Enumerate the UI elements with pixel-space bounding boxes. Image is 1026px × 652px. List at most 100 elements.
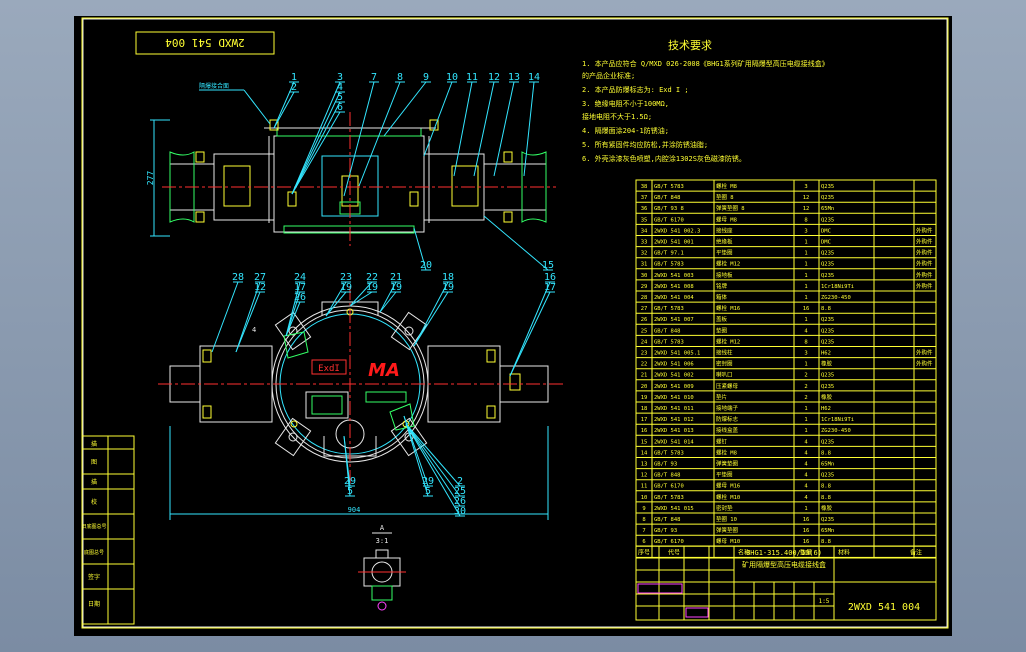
bom-cell: 2	[804, 384, 807, 390]
bom-cell: 28	[641, 295, 648, 301]
bom-cell: 1	[804, 273, 807, 279]
bom-cell: GB/T 848	[654, 328, 681, 334]
bom-header: 数量	[800, 548, 812, 556]
callout-1: 1	[291, 72, 297, 83]
bom-cell: 2WXD 541 002.3	[654, 228, 700, 234]
bom-cell: 22	[641, 362, 648, 368]
bom-cell: 密封垫	[716, 504, 733, 512]
sign-cell-6: 签字	[88, 573, 100, 581]
callout-24: 24	[294, 272, 306, 283]
sign-cell-2: 描	[91, 478, 97, 486]
bom-cell: 9	[642, 506, 645, 512]
callout-19: 19	[442, 282, 454, 293]
bom-cell: 18	[641, 406, 648, 412]
drawing-number: 2WXD 541 004	[848, 602, 920, 613]
bom-cell: 外购件	[916, 282, 933, 290]
bom-cell: 2WXD 541 003	[654, 273, 694, 279]
sign-column: 描 图 描 校 旧底图总号 底图总号 签字 日期	[81, 435, 135, 625]
bom-cell: 4	[804, 328, 808, 334]
bom-cell: 21	[641, 373, 648, 379]
bom-cell: 橡胶	[821, 393, 833, 401]
bom-cell: 12	[803, 195, 810, 201]
bom-cell: 16	[803, 528, 810, 534]
bom-cell: DMC	[821, 240, 831, 246]
callout-note: 隔爆接合面	[199, 82, 229, 90]
title-block: BHG1-315.400/10(6) 矿用隔爆型高压电缆接线盒 1:5 2WXD…	[635, 545, 937, 621]
callout-21: 21	[390, 272, 402, 283]
bom-cell: 19	[641, 395, 648, 401]
view-a-label: A	[380, 524, 385, 532]
bom-cell: 1	[804, 428, 807, 434]
bom-cell: 接地板	[716, 271, 733, 279]
bom-cell: 1	[804, 417, 807, 423]
bom-cell: 2WXD 541 015	[654, 506, 694, 512]
bom-cell: 30	[641, 273, 648, 279]
bom-cell: 箱体	[716, 293, 728, 301]
bom-cell: 4	[804, 462, 808, 468]
bom-cell: 12	[641, 473, 648, 479]
bom-cell: 14	[641, 450, 648, 456]
bom-cell: Q235	[821, 373, 834, 379]
tech-line-1: 的产品企业标准;	[582, 71, 635, 80]
bom-cell: ZG230-450	[821, 428, 851, 434]
bom-cell: Q235	[821, 384, 834, 390]
callout-20: 20	[420, 260, 432, 271]
product-name: BHG1-315.400/10(6)	[746, 549, 822, 557]
bom-cell: 8.8	[821, 484, 831, 490]
bom-cell: 65Mn	[821, 462, 834, 468]
tech-line-3: 3. 绝缘电阻不小于100MΩ,	[582, 99, 669, 108]
bom-cell: 2	[804, 395, 807, 401]
callout-14: 14	[528, 72, 540, 83]
bom-cell: 螺栓 M12	[716, 260, 740, 268]
bom-cell: Q235	[821, 439, 834, 445]
bom-cell: 6	[642, 539, 645, 545]
bom-cell: 压紧螺母	[716, 382, 739, 390]
callout-9: 9	[423, 72, 429, 83]
tech-heading: 技术要求	[668, 39, 712, 52]
bom-cell: 1Cr18Ni9Ti	[821, 417, 854, 423]
bom-cell: 24	[641, 339, 648, 345]
exd-label: ExdI	[311, 359, 347, 375]
callout-12: 12	[488, 72, 500, 83]
bom-cell: 29	[641, 284, 648, 290]
bom-cell: 2WXD 541 009	[654, 384, 694, 390]
tech-line-5: 4. 隔爆面涂204-1防锈油;	[582, 126, 669, 135]
bom-cell: 2WXD 541 011	[654, 406, 694, 412]
tech-line-7: 6. 外壳涂漆灰色喷塑,内腔涂1302S灰色磁漆防锈。	[582, 154, 746, 163]
bom-cell: 接地端子	[716, 404, 739, 412]
bom-cell: ZG230-450	[821, 295, 851, 301]
callout-25: 25	[454, 486, 466, 497]
bom-cell: 螺栓 M12	[716, 337, 740, 345]
bom-cell: 2WXD 541 014	[654, 439, 694, 445]
bom-cell: GB/T 93	[654, 462, 677, 468]
drawing-sheet: .w{stroke:#e8e8e8;fill:none;stroke-width…	[74, 16, 952, 636]
callout-2: 2	[291, 82, 297, 93]
callout-30: 30	[454, 506, 466, 517]
bom-cell: 17	[641, 417, 648, 423]
bom-cell: GB/T 848	[654, 517, 681, 523]
callout-5: 5	[425, 486, 431, 497]
bom-cell: 螺母 M8	[716, 215, 737, 223]
bom-header: 材料	[838, 548, 850, 556]
bom-cell: H62	[821, 406, 831, 412]
bom-cell: 4	[804, 495, 808, 501]
sign-cell-4: 旧底图总号	[81, 523, 106, 530]
small-label-4: 4	[252, 326, 256, 334]
bom-cell: 2WXD 541 010	[654, 395, 694, 401]
bom-cell: 喇叭口	[716, 371, 733, 379]
bom-cell: 平垫圈	[716, 249, 733, 257]
bom-cell: 65Mn	[821, 528, 834, 534]
bom-cell: Q235	[821, 273, 834, 279]
bom-cell: 3	[804, 228, 807, 234]
bom-cell: 1	[804, 262, 807, 268]
bom-cell: 10	[641, 495, 648, 501]
bom-cell: 3	[804, 184, 807, 190]
callout-29: 29	[344, 476, 356, 487]
bom-cell: 8	[804, 339, 807, 345]
callout-6: 6	[337, 102, 343, 113]
bom-cell: 弹簧垫圈 8	[716, 204, 745, 212]
bom-cell: 16	[803, 539, 810, 545]
bom-cell: 螺栓 M16	[716, 304, 740, 312]
